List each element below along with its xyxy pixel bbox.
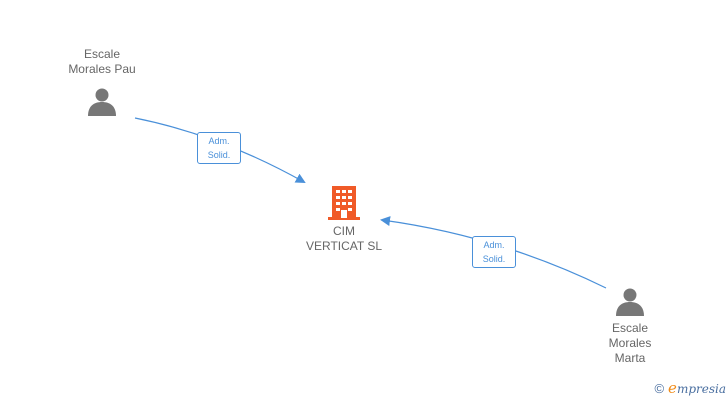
relation-line: Adm. [208,136,230,146]
relation-line: Solid. [482,254,506,264]
company-name-line: CIM [333,224,355,238]
brand-initial: e [668,379,677,397]
person-name-line: Marta [614,351,646,365]
person-node-marta[interactable]: Escale Morales Marta [580,287,680,366]
person-name-line: Morales [608,336,652,350]
company-node-cim-verticat[interactable]: CIM VERTICAT SL [284,186,404,254]
person-icon [88,88,116,116]
copyright-icon: © [654,381,665,396]
person-name-line: Escale [611,321,649,335]
building-icon [328,186,360,220]
company-name-line: VERTICAT SL [305,239,383,253]
relation-badge-adm-solid[interactable]: Adm. Solid. [197,132,241,164]
empresia-watermark: ©empresia [654,379,726,397]
relation-line: Solid. [207,150,231,160]
brand-rest: mpresia [676,382,726,396]
person-name-line: Morales Pau [68,62,136,76]
relation-line: Adm. [483,240,505,250]
relation-badge-adm-solid[interactable]: Adm. Solid. [472,236,516,268]
person-name-line: Escale [83,47,121,61]
person-node-pau[interactable]: Escale Morales Pau [52,47,152,117]
person-icon [616,288,644,316]
